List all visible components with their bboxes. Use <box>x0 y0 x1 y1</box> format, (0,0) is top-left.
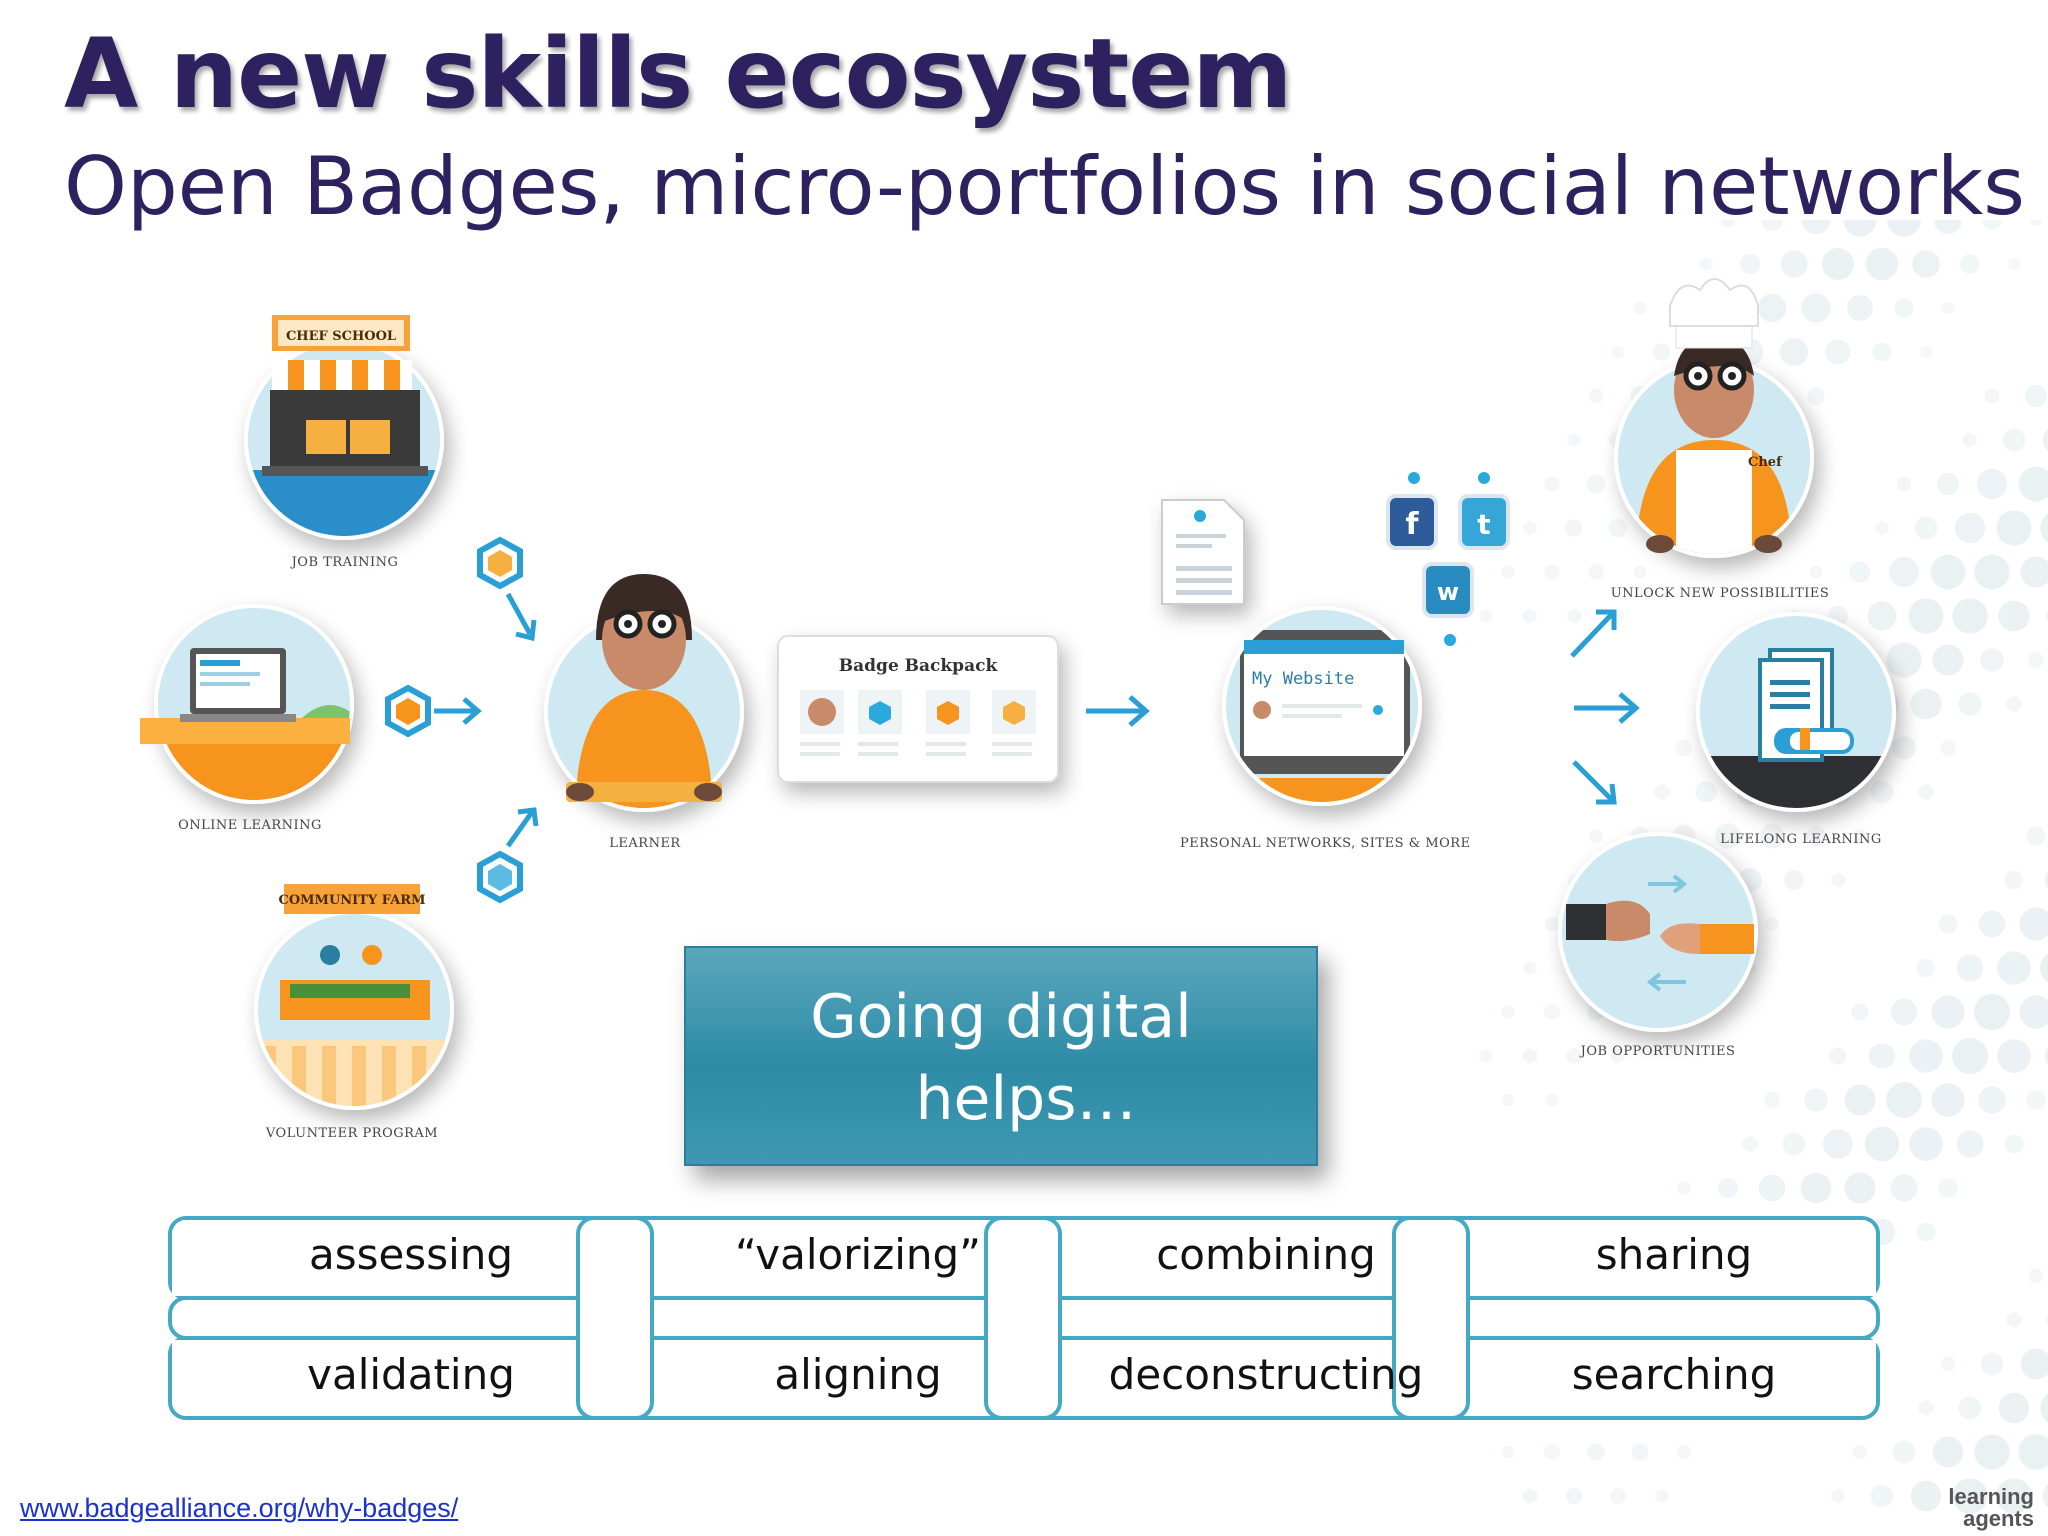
verb-deconstructing: deconstructing <box>1108 1350 1424 1399</box>
callout-line-2: helps… <box>915 1064 1137 1134</box>
lifelong-learning-icon <box>1696 612 1896 812</box>
personal-website-icon: My Website <box>1222 606 1422 806</box>
chef-icon: Chef <box>1614 278 1814 558</box>
verb-connector <box>1392 1216 1470 1420</box>
my-website-title: My Website <box>1252 669 1354 689</box>
label-personal-networks: PERSONAL NETWORKS, SITES & MORE <box>1180 836 1471 851</box>
community-farm-sign: COMMUNITY FARM <box>279 893 426 908</box>
label-volunteer-program: VOLUNTEER PROGRAM <box>265 1126 439 1141</box>
chef-school-sign: CHEF SCHOOL <box>286 329 396 344</box>
verb-connector <box>576 1216 654 1420</box>
badge-backpack-title: Badge Backpack <box>839 656 999 676</box>
svg-text:w: w <box>1437 578 1459 606</box>
label-job-training: JOB TRAINING <box>291 555 399 570</box>
online-learning-icon <box>140 604 354 804</box>
verb-valorizing: “valorizing” <box>735 1230 981 1279</box>
wordpress-icon: w <box>1422 562 1474 618</box>
label-unlock-possibilities: UNLOCK NEW POSSIBILITIES <box>1610 586 1830 601</box>
svg-text:t: t <box>1477 508 1490 541</box>
badge-backpack-card: Badge Backpack <box>777 635 1059 783</box>
logo-line-2: agents <box>1963 1506 2034 1531</box>
callout-line-1: Going digital <box>810 982 1192 1052</box>
learning-agents-logo: learning agents <box>1948 1486 2034 1530</box>
label-lifelong-learning: LIFELONG LEARNING <box>1720 832 1882 847</box>
label-learner: LEARNER <box>609 836 681 851</box>
verb-grid: assessing “valorizing” combining sharing… <box>168 1216 1880 1420</box>
job-training-icon: CHEF SCHOOL <box>244 315 444 540</box>
apron-label: Chef <box>1748 455 1783 470</box>
verb-connector <box>984 1216 1062 1420</box>
right-arrow-icon <box>1086 695 1150 727</box>
job-opportunities-icon <box>1558 832 1758 1032</box>
learner-icon <box>544 574 744 812</box>
twitter-icon: t <box>1458 494 1510 550</box>
verb-combining: combining <box>1156 1230 1376 1279</box>
badge-hexagon-icon <box>477 807 539 904</box>
document-icon <box>1161 499 1245 605</box>
badge-hexagon-icon <box>477 536 537 642</box>
slide-title: A new skills ecosystem <box>64 18 1292 130</box>
facebook-icon: f <box>1386 494 1438 550</box>
verb-assessing: assessing <box>308 1230 514 1279</box>
verb-sharing: sharing <box>1595 1230 1753 1279</box>
svg-text:f: f <box>1405 507 1419 542</box>
verb-aligning: aligning <box>774 1350 942 1399</box>
verb-searching: searching <box>1571 1350 1777 1399</box>
verb-validating: validating <box>307 1350 515 1399</box>
label-online-learning: ONLINE LEARNING <box>178 818 322 833</box>
badge-hexagon-icon <box>385 684 482 738</box>
slide-subtitle: Open Badges, micro-portfolios in social … <box>64 140 2025 233</box>
logo-line-1: learning <box>1948 1484 2034 1509</box>
volunteer-program-icon: COMMUNITY FARM <box>254 884 454 1110</box>
source-link[interactable]: www.badgealliance.org/why-badges/ <box>20 1493 459 1523</box>
going-digital-callout: Going digital helps… <box>684 946 1318 1166</box>
label-job-opportunities: JOB OPPORTUNITIES <box>1580 1044 1736 1059</box>
output-arrows-icon <box>1570 609 1640 805</box>
